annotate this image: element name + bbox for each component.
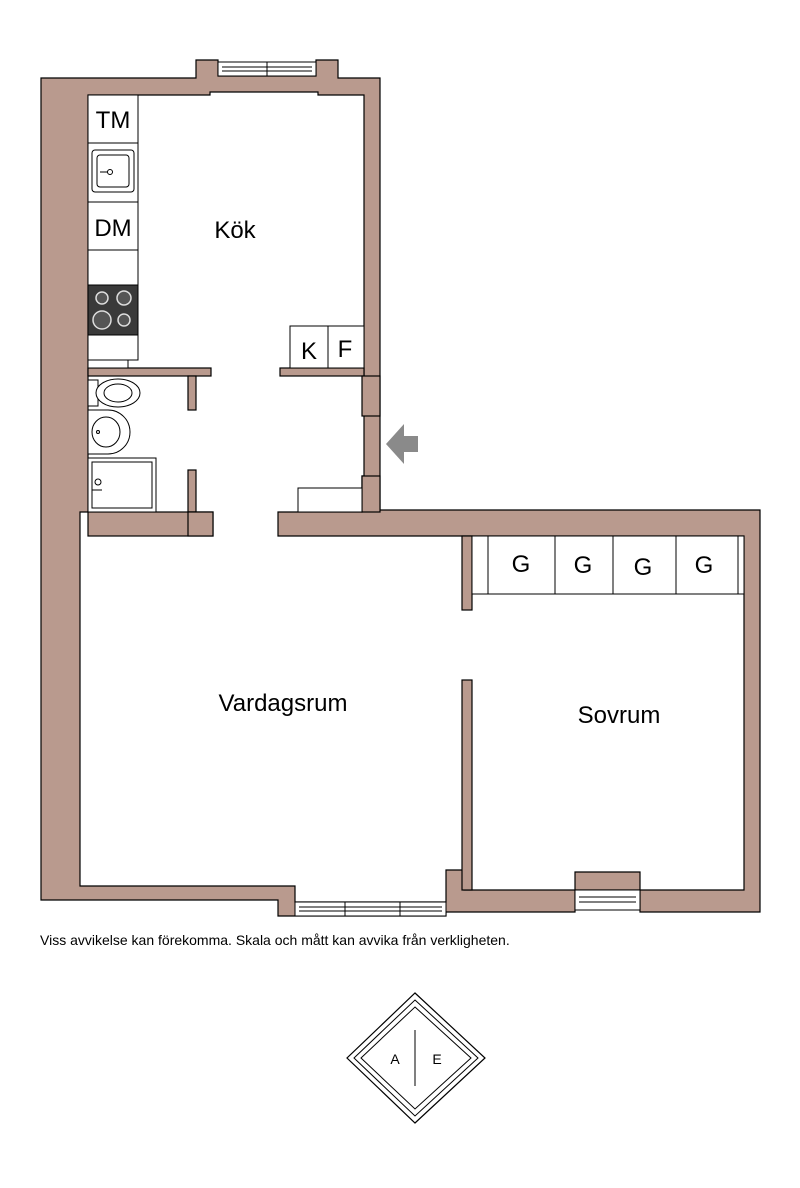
dishwasher-label: DM	[94, 215, 131, 242]
window-kitchen	[217, 61, 317, 77]
wall-bath-door-top	[187, 375, 197, 411]
wall-bedroom-partition	[461, 679, 473, 891]
wardrobe-label-2: G	[574, 552, 593, 579]
stove-icon	[87, 284, 139, 336]
wall-bedroom-top-stub	[461, 535, 473, 611]
wall-entry-jamb-top	[361, 375, 381, 417]
wall-entry-jamb-bottom	[361, 475, 381, 513]
fridge-label: K	[301, 338, 317, 365]
disclaimer-text: Viss avvikelse kan förekomma. Skala och …	[40, 932, 510, 948]
room-label-living: Vardagsrum	[219, 690, 348, 717]
wardrobe-label-1: G	[512, 551, 531, 578]
room-label-bedroom: Sovrum	[578, 702, 661, 729]
sink-icon	[91, 149, 135, 193]
shower-icon	[87, 457, 157, 513]
hall-shelf	[297, 487, 363, 513]
wardrobe-label-3: G	[634, 554, 653, 581]
company-logo: A E	[346, 992, 486, 1124]
window-bedroom	[574, 889, 641, 911]
window-living	[294, 901, 447, 917]
room-label-kitchen: Kök	[214, 217, 256, 244]
logo-letter-right: E	[432, 1051, 441, 1067]
dishwasher-top-label: TM	[96, 107, 131, 134]
entrance-arrow-icon	[386, 424, 418, 464]
wall-kitchen-bath-left	[87, 367, 212, 377]
wall-kitchen-entry-right	[279, 367, 365, 377]
wardrobes	[471, 535, 745, 595]
fridge-freezer	[289, 325, 365, 369]
toilet-icon	[87, 378, 141, 408]
logo-letter-left: A	[390, 1051, 400, 1067]
washbasin-icon	[87, 409, 131, 455]
freezer-label: F	[338, 336, 353, 363]
wall-bath-bottom-right	[187, 511, 214, 537]
wardrobe-label-4: G	[695, 552, 714, 579]
wall-bath-door-bottom	[187, 469, 197, 513]
